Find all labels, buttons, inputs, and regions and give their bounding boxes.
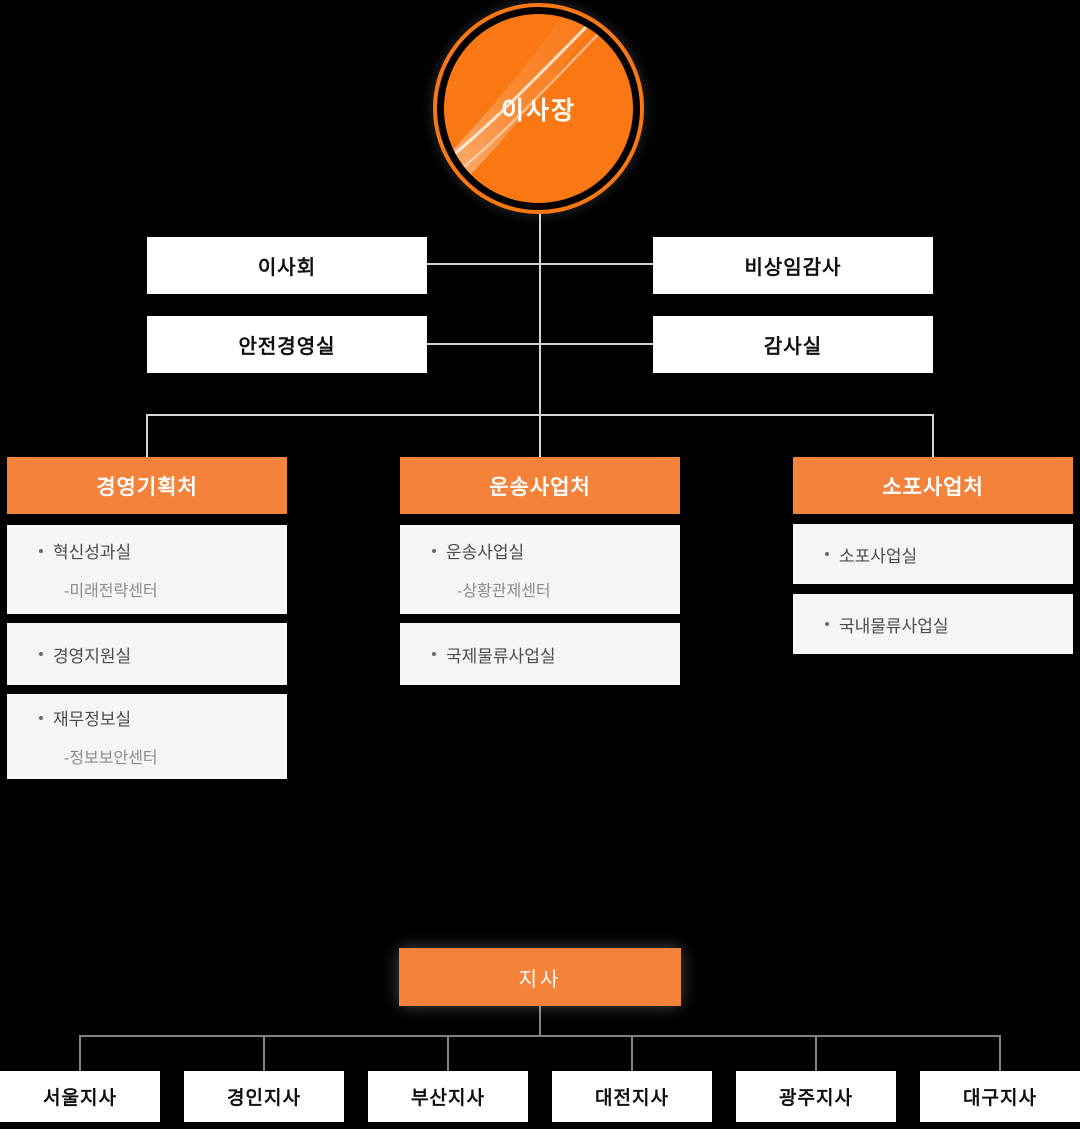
connector-branch4-drop (631, 1035, 633, 1072)
connector-staff-row2 (427, 343, 653, 345)
swoosh-decoration-icon (444, 14, 617, 202)
division-header-parcel-business: 소포사업처 (793, 457, 1073, 514)
node-domestic-logistics-office: 국내물류사업실 (793, 594, 1073, 654)
sub-item: 소포사업실 (793, 542, 1073, 567)
node-label: 이사회 (257, 257, 317, 279)
branch-label: 대전지사 (595, 1088, 669, 1109)
sub-item-child: -미래전략센터 (64, 583, 158, 600)
node-transport-business-office: 운송사업실 -상황관제센터 (400, 525, 680, 614)
node-audit-office: 감사실 (653, 316, 933, 373)
chairman-label: 이사장 (500, 96, 576, 125)
division-header-transport-business: 운송사업처 (400, 457, 680, 514)
node-branch-busan: 부산지사 (368, 1071, 528, 1122)
sub-item: 국내물류사업실 (793, 612, 1073, 637)
connector-branches-horizontal (79, 1035, 1001, 1037)
bullet-icon (825, 552, 829, 556)
connector-division1-drop (146, 414, 148, 457)
division-title: 경영기획처 (96, 475, 198, 499)
sub-item-label: 경영지원실 (53, 646, 132, 666)
connector-branch1-drop (79, 1035, 81, 1072)
node-board-of-directors: 이사회 (147, 237, 427, 294)
bullet-icon (39, 652, 43, 656)
division-title: 소포사업처 (882, 475, 984, 499)
sub-item: 경영지원실 (7, 642, 287, 667)
sub-item: 국제물류사업실 (400, 642, 680, 667)
connector-divisions-horizontal (146, 414, 934, 416)
node-label: 안전경영실 (238, 336, 336, 358)
bullet-icon (39, 715, 43, 720)
connector-hub-vertical (539, 1006, 541, 1036)
sub-item: 운송사업실 (400, 538, 680, 563)
sub-item: 재무정보실 (7, 705, 287, 730)
sub-item-label: 국제물류사업실 (446, 646, 556, 666)
node-branch-daegu: 대구지사 (920, 1071, 1080, 1122)
node-label: 감사실 (763, 336, 823, 358)
node-branch-gyeongin: 경인지사 (184, 1071, 344, 1122)
branch-label: 부산지사 (411, 1088, 485, 1109)
connector-branch5-drop (815, 1035, 817, 1072)
bullet-icon (432, 548, 436, 553)
division-title: 운송사업처 (489, 475, 591, 499)
node-innovation-performance-office: 혁신성과실 -미래전략센터 (7, 525, 287, 614)
connector-staff-row1 (427, 263, 653, 265)
branch-hub-node: 지사 (399, 948, 681, 1006)
branch-label: 서울지사 (43, 1088, 117, 1109)
sub-item: 혁신성과실 (7, 538, 287, 563)
branch-hub-label: 지사 (518, 968, 562, 991)
sub-item-child: -정보보안센터 (64, 750, 158, 767)
sub-item-label: 운송사업실 (446, 543, 525, 562)
node-finance-information-office: 재무정보실 -정보보안센터 (7, 694, 287, 779)
sub-item-label: 혁신성과실 (53, 543, 132, 562)
node-management-support-office: 경영지원실 (7, 623, 287, 685)
sub-item-label: 재무정보실 (53, 710, 132, 729)
node-safety-management-office: 안전경영실 (147, 316, 427, 373)
node-label: 비상임감사 (744, 257, 842, 279)
branch-label: 대구지사 (963, 1088, 1037, 1109)
node-parcel-business-office: 소포사업실 (793, 524, 1073, 584)
chairman-node-inner: 이사장 (444, 14, 633, 203)
connector-root-vertical (539, 211, 541, 457)
bullet-icon (39, 548, 43, 553)
division-header-management-planning: 경영기획처 (7, 457, 287, 514)
node-branch-seoul: 서울지사 (0, 1071, 160, 1122)
sub-item-child: -상황관제센터 (457, 583, 551, 600)
node-branch-gwangju: 광주지사 (736, 1071, 896, 1122)
branch-label: 광주지사 (779, 1088, 853, 1109)
connector-division3-drop (932, 414, 934, 457)
sub-item-label: 소포사업실 (839, 546, 918, 566)
node-international-logistics-office: 국제물류사업실 (400, 623, 680, 685)
connector-branch6-drop (999, 1035, 1001, 1072)
bullet-icon (432, 652, 436, 656)
chairman-node: 이사장 (433, 3, 644, 214)
bullet-icon (825, 622, 829, 626)
connector-branch2-drop (263, 1035, 265, 1072)
node-nonstanding-auditor: 비상임감사 (653, 237, 933, 294)
connector-branch3-drop (447, 1035, 449, 1072)
branch-label: 경인지사 (227, 1088, 301, 1109)
sub-item-label: 국내물류사업실 (839, 616, 949, 636)
node-branch-daejeon: 대전지사 (552, 1071, 712, 1122)
